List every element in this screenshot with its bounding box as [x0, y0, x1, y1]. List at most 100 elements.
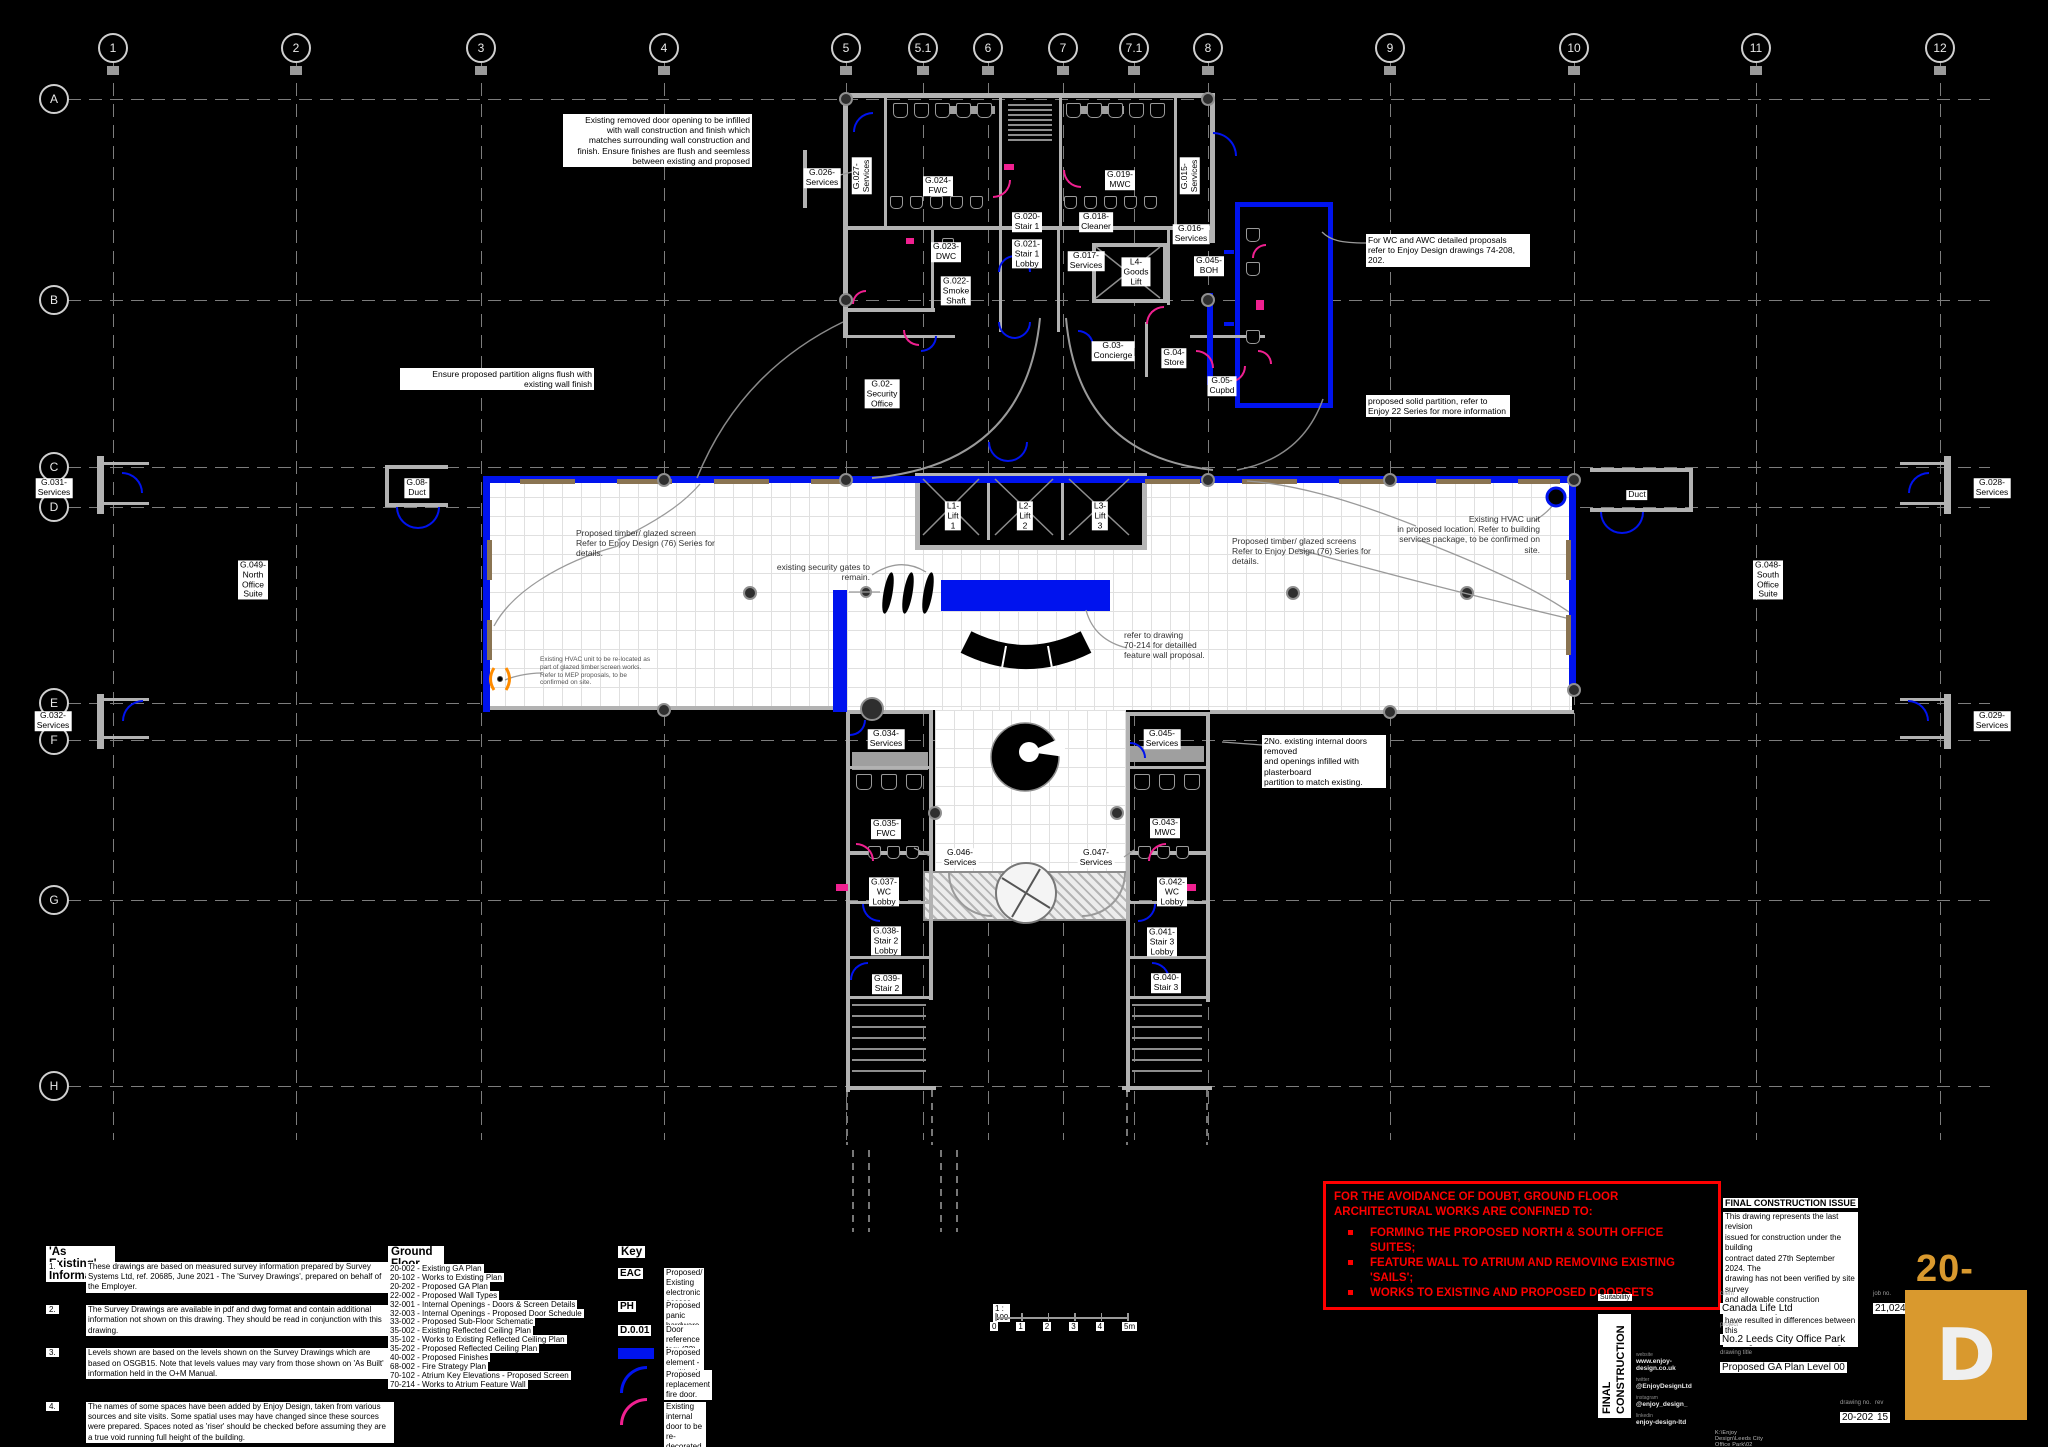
as-existing-item-number: 2.: [46, 1305, 59, 1315]
wall-segment: [999, 97, 1002, 228]
room-label: G.015-Services: [1179, 157, 1200, 195]
warning-bullet: FORMING THE PROPOSED NORTH & SOUTH OFFIC…: [1348, 1226, 1710, 1256]
room-label: G.05-Cupbd: [1207, 375, 1237, 396]
stair-tread: [1008, 134, 1052, 136]
stair-tread: [852, 1070, 926, 1072]
drawing-title: Proposed GA Plan Level 00: [1720, 1362, 1847, 1373]
stair-tread: [1008, 139, 1052, 141]
door-swing-existing: [1148, 843, 1166, 861]
wall-segment: [1126, 996, 1210, 999]
column-dot: [1201, 92, 1215, 106]
existing-door-marker: [1256, 300, 1264, 310]
stair-tread: [852, 1059, 926, 1061]
column-dot: [1110, 806, 1124, 820]
client-label: client: [1720, 1291, 1735, 1297]
room-label: G.047-Services: [1077, 847, 1115, 868]
timber-screen-segment: [1518, 479, 1560, 484]
grid-column-bubble: 8: [1193, 33, 1223, 63]
contact-value: www.enjoy-design.co.uk: [1636, 1358, 1676, 1372]
leader-lines: [493, 171, 1570, 858]
project-name: No.2 Leeds City Office Park: [1720, 1334, 1848, 1345]
key-symbol: EAC: [618, 1268, 644, 1279]
grid-column-bubble: 12: [1925, 33, 1955, 63]
wall-segment: [1128, 766, 1209, 769]
as-existing-item-number: 4.: [46, 1401, 59, 1411]
timber-screen-segment: [1339, 479, 1394, 484]
drawing-list-item: 40-002 - Proposed Finishes: [388, 1353, 491, 1362]
drawing-list-item: 35-102 - Works to Existing Reflected Cei…: [388, 1335, 567, 1345]
wall-segment: [1944, 456, 1951, 514]
wall-segment: [385, 503, 448, 507]
dashed-wall-stub: [852, 1150, 854, 1232]
wall-segment: [1210, 93, 1215, 243]
drawing-no-label: drawing no.: [1840, 1400, 1872, 1406]
security-gates: [882, 572, 934, 614]
wall-segment: [1163, 243, 1167, 303]
drawing-list-item: 20-102 - Works to Existing Plan: [388, 1272, 504, 1282]
scale-bar-tick: [1127, 1313, 1129, 1321]
issue-body: This drawing represents the last revisio…: [1723, 1212, 1858, 1348]
room-label: G.019-MWC: [1105, 169, 1135, 190]
room-label: G.040-Stair 3: [1151, 972, 1181, 993]
room-label: G.045-BOH: [1194, 255, 1224, 276]
as-existing-item-text: These drawings are based on measured sur…: [86, 1262, 394, 1293]
sanitary-fixture: [1087, 103, 1102, 118]
grid-column-bubble: 4: [649, 33, 679, 63]
wall-segment: [846, 1086, 936, 1090]
sanitary-fixture: [910, 196, 923, 209]
proposed-wall-segment: [941, 608, 1110, 611]
warning-line: ARCHITECTURAL WORKS ARE CONFINED TO:: [1334, 1205, 1593, 1218]
sanitary-fixture: [1159, 774, 1175, 790]
wall-segment: [846, 710, 933, 714]
proposed-wall-segment: [833, 590, 847, 712]
drawing-list-item: 35-202 - Proposed Reflected Ceiling Plan: [388, 1344, 540, 1354]
timber-screen-segment: [617, 479, 672, 484]
warning-bullet: FEATURE WALL TO ATRIUM AND REMOVING EXIS…: [1348, 1256, 1710, 1286]
wall-segment: [104, 736, 149, 739]
stair-tread: [852, 1037, 926, 1039]
grid-column-tick: [1057, 66, 1069, 75]
contact-item: instagram@enjoy_design_: [1636, 1395, 1692, 1408]
dashed-wall-stub: [868, 1150, 870, 1232]
sanitary-fixture: [1129, 103, 1144, 118]
timber-screen-segment: [1145, 479, 1200, 484]
column-dot: [657, 473, 671, 487]
wall-segment: [1128, 956, 1209, 959]
grid-column-bubble: 3: [466, 33, 496, 63]
sanitary-fixture: [1124, 196, 1137, 209]
wall-segment: [931, 230, 934, 310]
annotation-note: Proposed timber/ glazed screen Refer to …: [576, 528, 715, 559]
timber-screen-segment: [487, 620, 492, 660]
drawing-list-item: 32-003 - Internal Openings - Proposed Do…: [388, 1308, 584, 1318]
annotation-note: For WC and AWC detailed proposals refer …: [1366, 234, 1530, 267]
wall-segment: [848, 956, 931, 959]
wall-segment: [1590, 508, 1693, 512]
job-no: 21,024: [1873, 1303, 1908, 1314]
wall-segment: [1944, 694, 1951, 749]
wall-segment: [1145, 322, 1148, 377]
annotation-note: proposed solid partition, refer to Enjoy…: [1366, 395, 1510, 418]
wall-segment: [843, 335, 955, 338]
column-dot: [1383, 705, 1397, 719]
lift-divider: [1061, 473, 1064, 540]
scale-bar-tick-label: 3: [1069, 1322, 1078, 1331]
key-text: Proposed replacement fire door.: [664, 1370, 713, 1400]
annotation-note: Proposed timber/ glazed screens Refer to…: [1232, 536, 1371, 567]
contact-item: twitter@EnjoyDesignLtd: [1636, 1377, 1692, 1390]
dashed-wall-stub: [931, 1090, 933, 1145]
existing-door-marker: [906, 238, 914, 244]
grid-column-line: [1756, 62, 1757, 1140]
scale-bar-tick: [1047, 1313, 1050, 1321]
room-label: G.032-Services: [34, 710, 72, 731]
annotation-note: Ensure proposed partition aligns flush w…: [400, 368, 594, 391]
as-existing-item: 2.The Survey Drawings are available in p…: [46, 1305, 394, 1336]
sanitary-fixture: [1176, 846, 1189, 859]
warning-box: FOR THE AVOIDANCE OF DOUBT, GROUND FLOOR…: [1323, 1181, 1721, 1310]
stair-tread: [1008, 104, 1052, 106]
grid-column-bubble: 7.1: [1119, 33, 1149, 63]
wall-segment: [104, 502, 149, 505]
revolving-door: [995, 862, 1057, 924]
grid-column-line: [113, 62, 114, 1140]
room-label: G.027-Services: [851, 157, 872, 195]
grid-row-bubble: H: [39, 1071, 69, 1101]
